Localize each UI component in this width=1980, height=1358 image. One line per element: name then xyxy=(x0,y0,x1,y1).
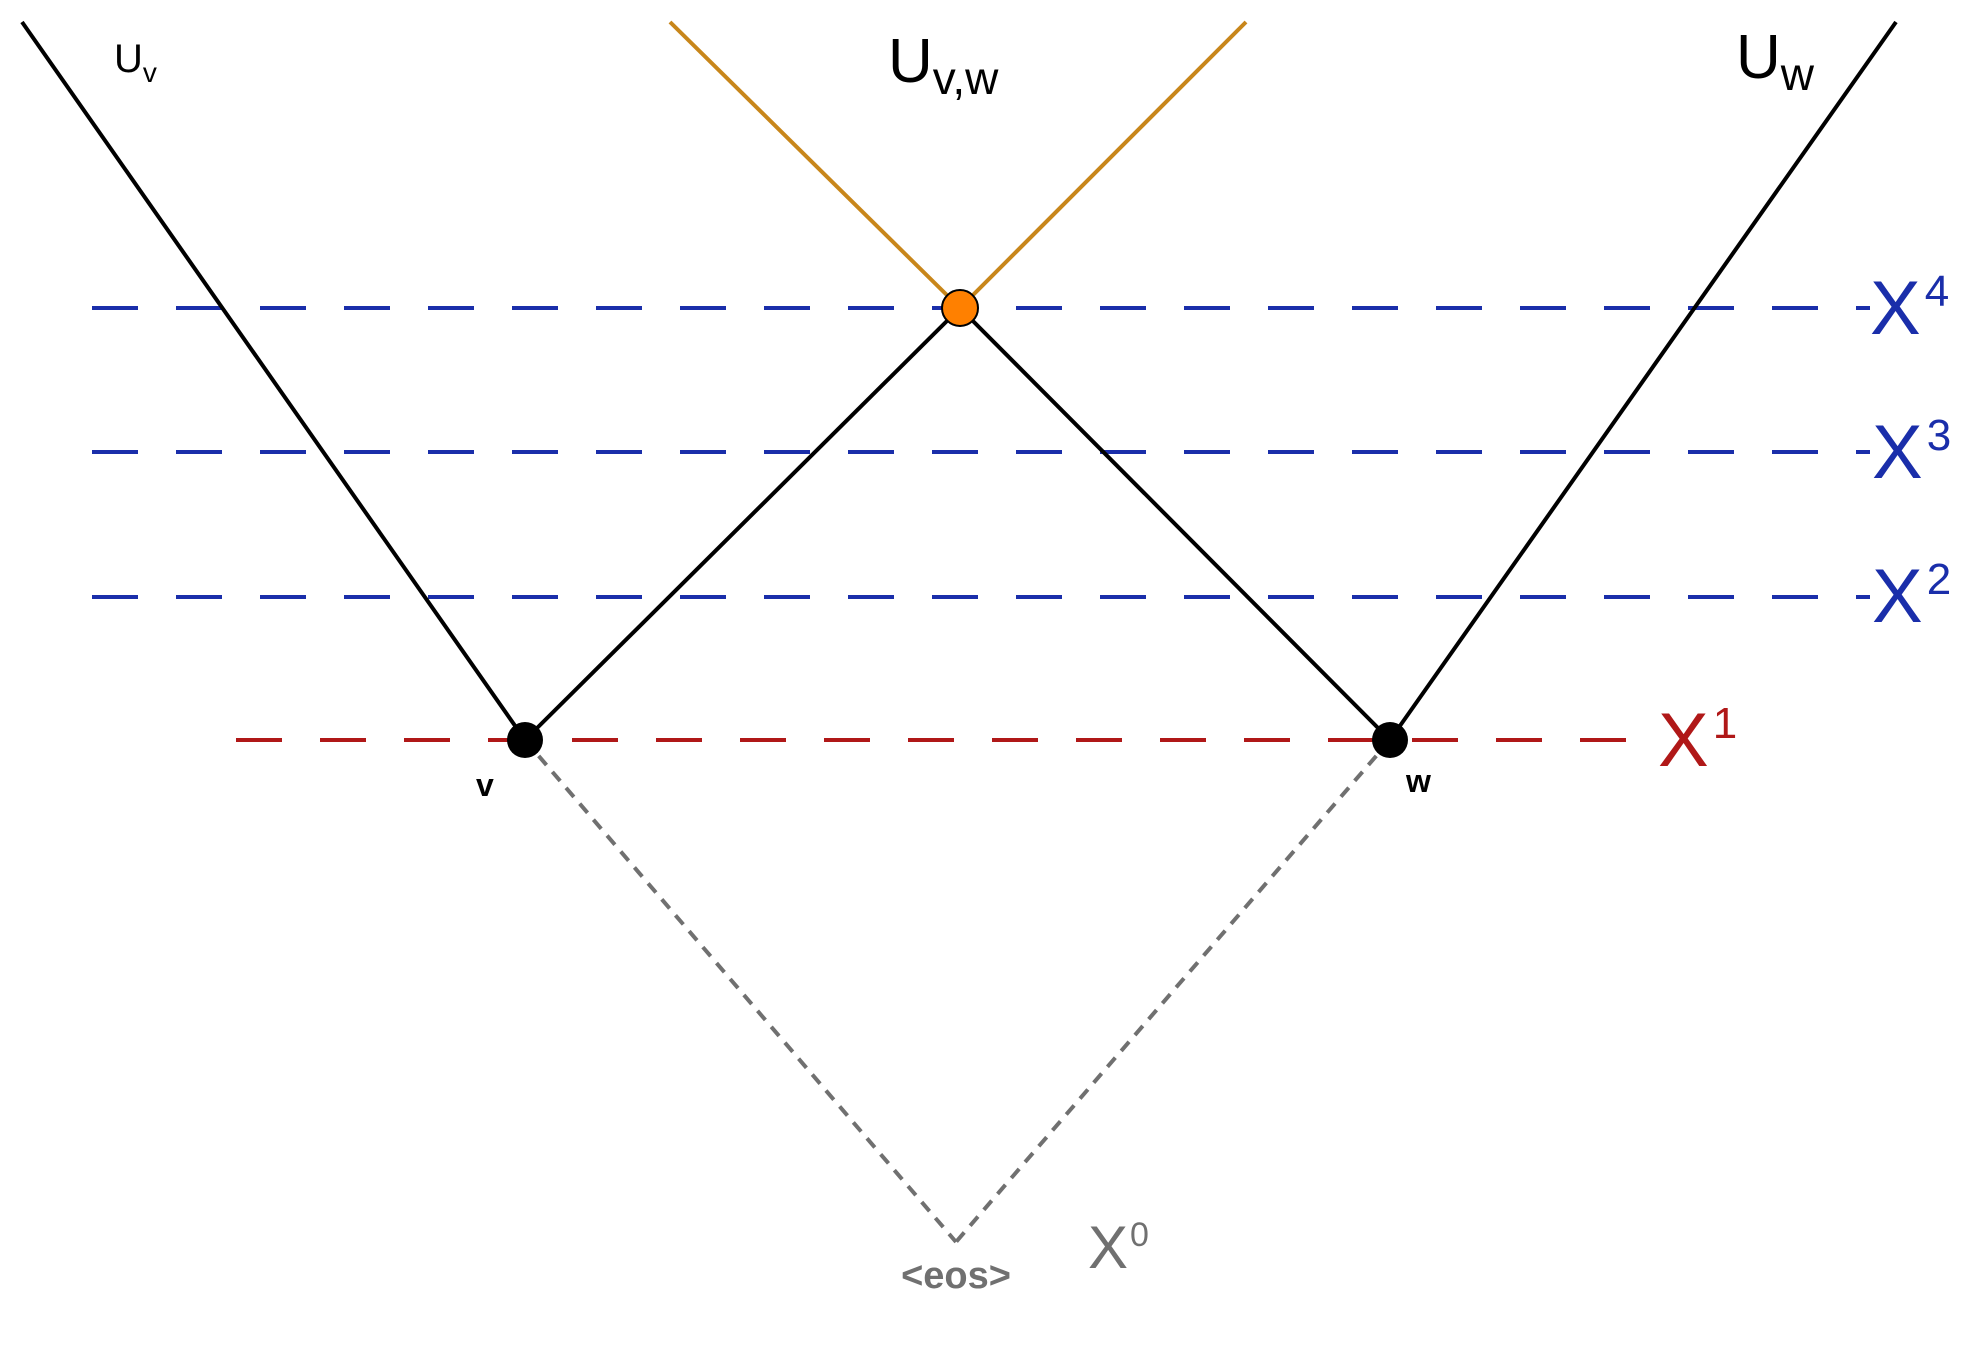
intersection-cone-edge-right xyxy=(958,20,1248,310)
node-w xyxy=(1372,722,1408,758)
base-edge-w-eos xyxy=(954,738,1392,1244)
cone-edge-w-outer xyxy=(1388,20,1898,742)
intersection-node xyxy=(941,289,979,327)
region-label-u-vw: Uv,w xyxy=(888,27,999,104)
node-v xyxy=(507,722,543,758)
level-label-x3: X3 xyxy=(1872,410,1951,495)
level-label-x1: X1 xyxy=(1658,698,1737,783)
level-label-x0: X0 xyxy=(1088,1214,1149,1281)
node-label-w: w xyxy=(1405,763,1431,799)
level-label-x2: X2 xyxy=(1872,554,1951,639)
node-label-eos: <eos> xyxy=(901,1255,1011,1297)
cone-edge-w-inner xyxy=(958,306,1392,742)
base-edge-v-eos xyxy=(523,738,958,1244)
cone-edge-v-outer xyxy=(20,20,527,742)
node-label-v: v xyxy=(476,767,494,803)
level-label-x4: X4 xyxy=(1870,266,1949,351)
region-label-u-w: Uw xyxy=(1736,23,1815,100)
cone-edge-v-inner xyxy=(523,306,962,742)
intersection-cone-edge-left xyxy=(668,20,962,310)
region-label-u-v: Uv xyxy=(114,37,157,88)
